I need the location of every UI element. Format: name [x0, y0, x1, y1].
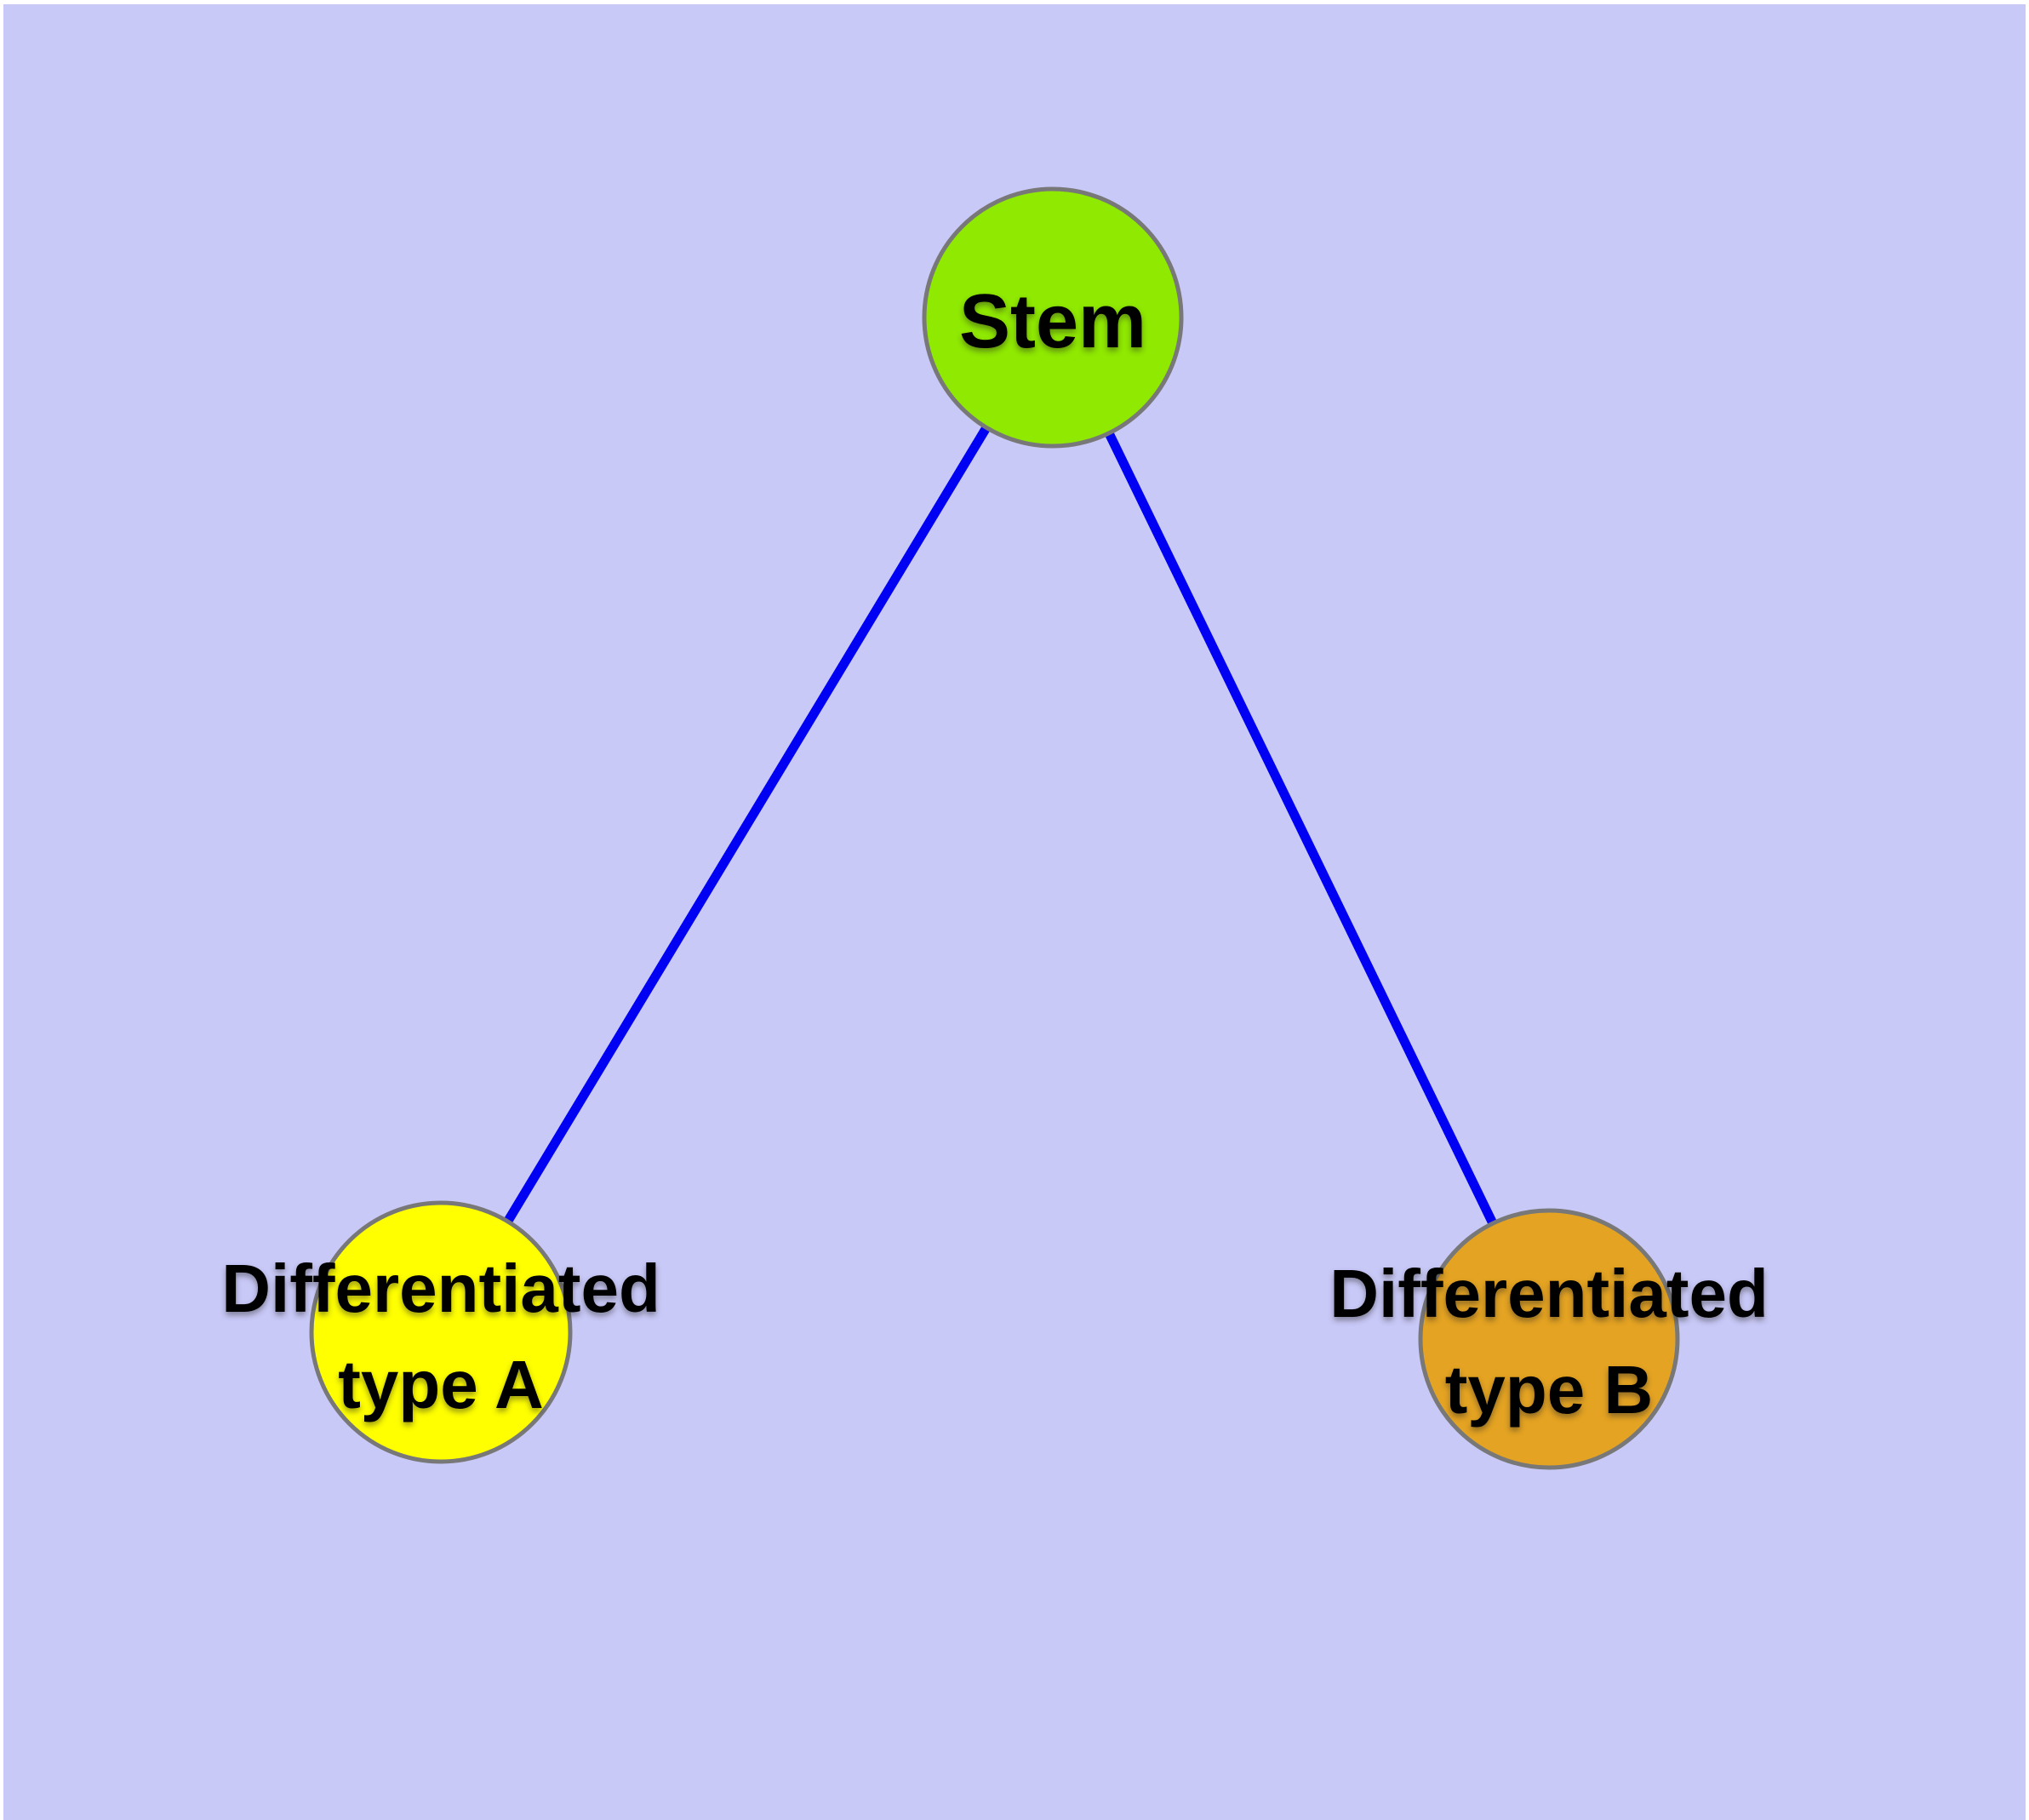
node-stem: [922, 186, 1184, 449]
edge-stem-to-type-b: [1049, 315, 1553, 1342]
node-differentiated-type-a: [309, 1200, 573, 1464]
node-differentiated-type-b: [1418, 1208, 1680, 1470]
edge-stem-to-type-a: [437, 315, 1057, 1335]
